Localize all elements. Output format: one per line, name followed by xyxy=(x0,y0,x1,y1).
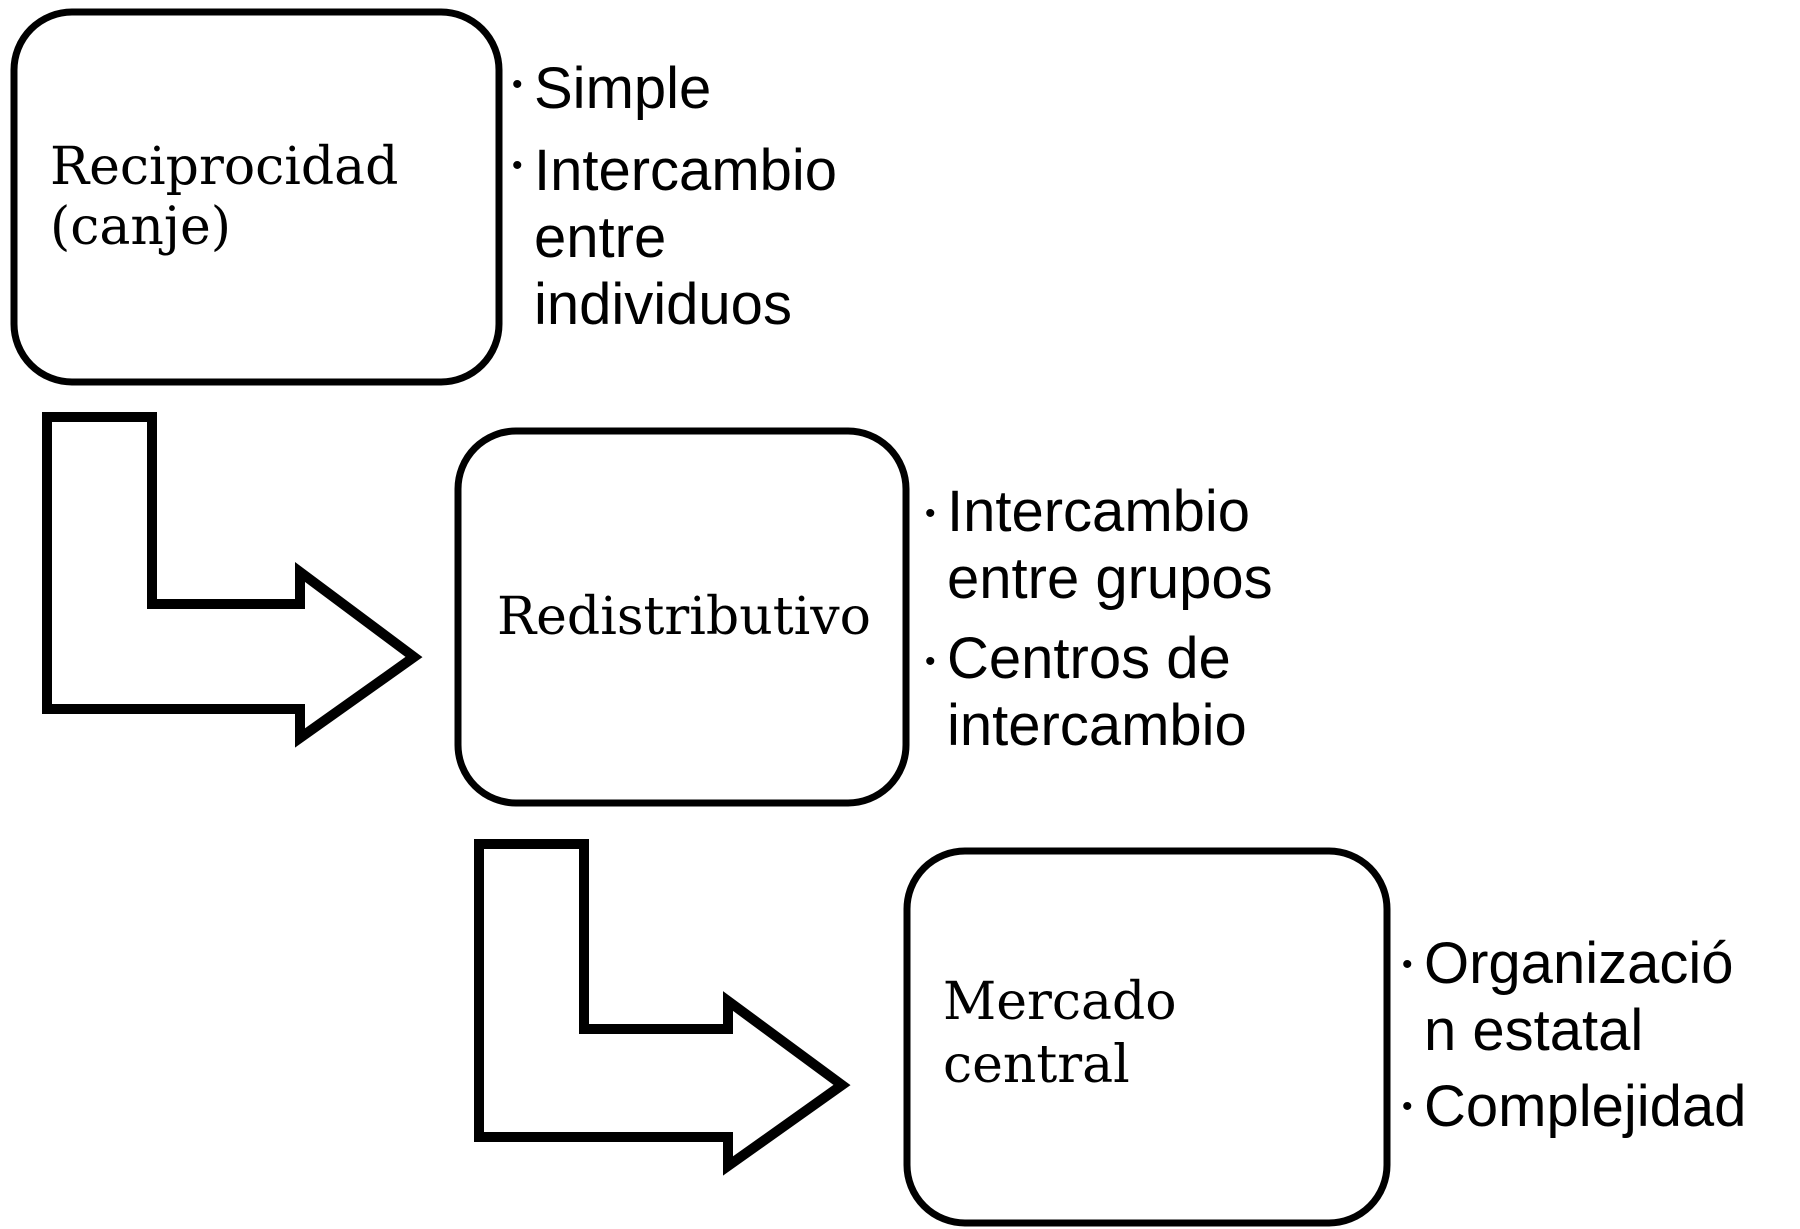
bullet-item: Complejidad xyxy=(1424,1074,1746,1139)
stage-label: Redistributivo xyxy=(497,587,871,647)
bullet-line: Simple xyxy=(534,56,711,121)
stage-box xyxy=(454,427,910,807)
bullet-list: • Intercambio entre grupos • Centros de … xyxy=(925,479,1273,758)
bullet-item: Intercambio entre individuos xyxy=(534,138,853,337)
bullet-dot-icon: • xyxy=(512,149,523,182)
stage-label-line: Redistributivo xyxy=(497,587,871,647)
bullet-line: Intercambio xyxy=(534,138,837,203)
bullet-item: Organizació n estatal xyxy=(1424,931,1750,1063)
bullet-line: entre xyxy=(534,205,666,270)
bullet-line: Complejidad xyxy=(1424,1074,1746,1139)
stage-label-line: central xyxy=(943,1035,1130,1095)
bullet-dot-icon: • xyxy=(925,645,936,678)
stage-mercado-central: Mercado central • Organizació n estatal … xyxy=(903,847,1750,1227)
bullet-item: Intercambio entre grupos xyxy=(947,479,1273,611)
bullet-line: Centros de xyxy=(947,626,1231,691)
bullet-list: • Simple • Intercambio entre individuos xyxy=(512,56,853,337)
bullet-line: Intercambio xyxy=(947,479,1250,544)
bullet-dot-icon: • xyxy=(925,497,936,530)
bullet-item: Centros de intercambio xyxy=(947,626,1247,758)
stage-box xyxy=(903,847,1391,1227)
bullet-dot-icon: • xyxy=(1402,1090,1413,1123)
stage-label-line: Reciprocidad xyxy=(50,137,398,197)
bullet-list: • Organizació n estatal • Complejidad xyxy=(1402,931,1750,1139)
stage-box xyxy=(10,8,503,386)
bullet-dot-icon: • xyxy=(512,68,523,101)
bullet-line: entre grupos xyxy=(947,546,1273,611)
bullet-item: Simple xyxy=(534,56,711,121)
stage-label: Reciprocidad (canje) xyxy=(50,137,415,257)
bullet-line: Organizació xyxy=(1424,931,1733,996)
bullet-line: n estatal xyxy=(1424,998,1643,1063)
bullet-line: individuos xyxy=(534,272,792,337)
stage-reciprocidad: Reciprocidad (canje) • Simple • Intercam… xyxy=(10,8,853,386)
stage-label-line: Mercado xyxy=(943,972,1177,1032)
stage-redistributivo: Redistributivo • Intercambio entre grupo… xyxy=(454,427,1273,807)
stage-label: Mercado central xyxy=(943,972,1193,1095)
stage-label-line: (canje) xyxy=(50,197,231,257)
bent-arrow-1 xyxy=(42,412,423,748)
bullet-dot-icon: • xyxy=(1402,948,1413,981)
bullet-line: intercambio xyxy=(947,693,1247,758)
bent-arrow-2 xyxy=(474,839,851,1176)
